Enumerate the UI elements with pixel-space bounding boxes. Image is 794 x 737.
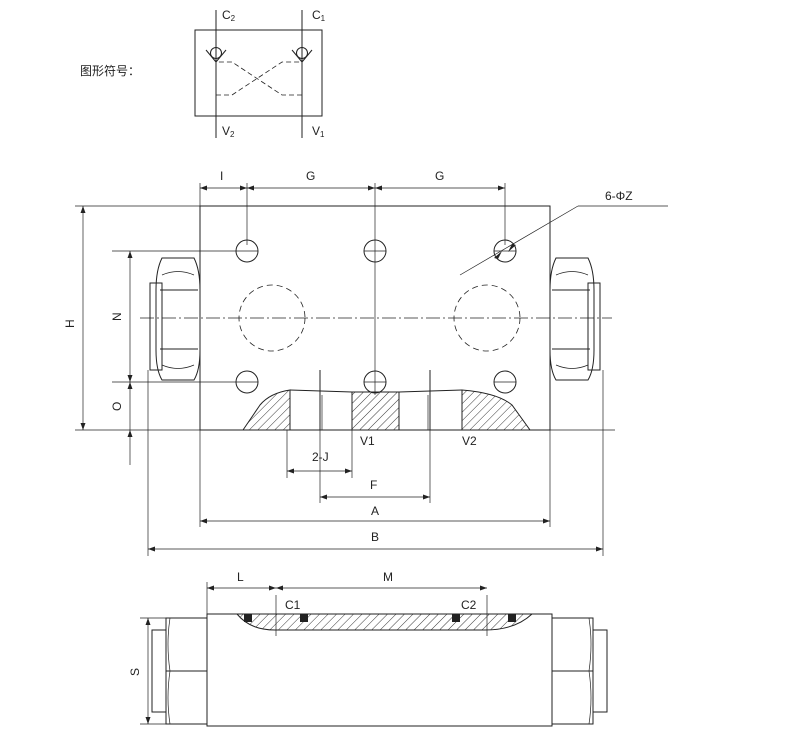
dim-n-label: N <box>110 312 124 321</box>
hex-nut-right-icon <box>549 257 601 381</box>
symbol-port-v1: V1 <box>312 124 325 139</box>
symbol-port-c2: C2 <box>222 8 236 23</box>
pilot-lines <box>216 61 302 96</box>
symbol-caption: 图形符号： <box>80 63 140 78</box>
dim-i-label: I <box>220 169 223 183</box>
front-port-v1-label: V1 <box>360 434 375 448</box>
dim-g-right-label: G <box>435 169 444 183</box>
front-view: I G G 6-ΦZ H N O V1 V2 2-J <box>63 169 668 556</box>
hex-nut-bottom-left-icon <box>151 617 208 725</box>
dim-b-label: B <box>371 530 379 544</box>
bottom-view: L M C1 C2 S <box>128 570 608 727</box>
port-section <box>242 370 531 431</box>
bottom-port-c2-label: C2 <box>461 598 477 612</box>
symbol-port-v2: V2 <box>222 124 235 139</box>
mounting-holes <box>235 239 517 394</box>
hex-nut-bottom-right-icon <box>551 617 608 725</box>
symbol-port-c1: C1 <box>312 8 326 23</box>
valve-body-bottom <box>206 613 553 727</box>
dim-f-label: F <box>370 478 377 492</box>
hole-callout-label: 6-ΦZ <box>605 189 633 203</box>
dim-h-label: H <box>63 319 77 328</box>
bottom-port-c1-label: C1 <box>285 598 301 612</box>
hex-nut-left-icon <box>149 257 201 381</box>
check-valve-right-icon <box>291 47 313 63</box>
dim-l-label: L <box>237 570 244 584</box>
dim-o-label: O <box>110 402 124 411</box>
dim-s-label: S <box>128 668 142 676</box>
hydraulic-symbol: 图形符号： C2 C1 V2 V1 <box>80 8 326 139</box>
check-valve-left-icon <box>205 47 227 63</box>
dim-m-label: M <box>383 570 393 584</box>
front-port-v2-label: V2 <box>462 434 477 448</box>
dim-g-left-label: G <box>306 169 315 183</box>
dim-a-label: A <box>371 504 379 518</box>
